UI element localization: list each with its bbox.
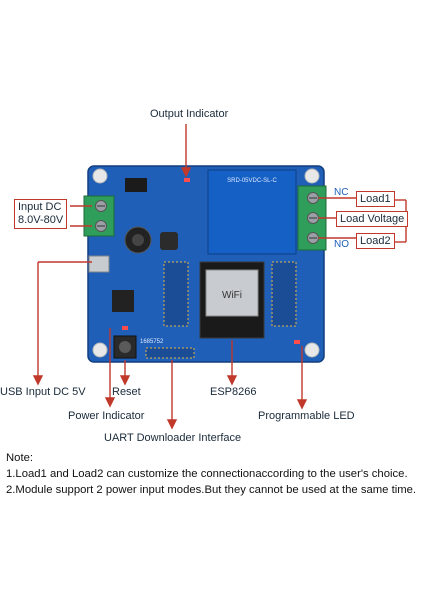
input-dc-box: Input DC 8.0V-80V [14,199,68,229]
right-pin-header [271,261,297,327]
programmable-led [294,340,300,344]
output-led [184,178,190,182]
inductor [160,232,178,250]
usb-port [88,255,110,273]
power-led [122,326,128,330]
relay [207,169,297,255]
note-title: Note: [6,452,34,464]
input-dc-line2: 8.0V-80V [18,214,64,226]
mount-hole-br [304,342,320,358]
mount-hole-bl [92,342,108,358]
ldo-regulator [112,290,134,312]
relay-model: SRD-05VDC-SL-C [227,178,277,184]
uart-header [145,347,195,359]
power-indicator-label: Power Indicator [68,410,145,422]
no-label: NO [334,239,349,250]
note-line2: 2.Module support 2 power input modes.But… [6,484,417,496]
esp8266-label: ESP8266 [210,386,257,398]
usb-input-label: USB Input DC 5V [0,386,86,398]
mount-hole-tl [92,168,108,184]
left-pin-header [163,261,189,327]
regulator-chip [125,178,147,192]
programmable-led-label: Programmable LED [258,410,355,422]
load2-box: Load2 [356,233,395,249]
output-indicator-label: Output Indicator [150,108,229,120]
uart-label: UART Downloader Interface [104,432,242,444]
load1-box: Load1 [356,191,395,207]
note-line1: 1.Load1 and Load2 can customize the conn… [6,468,408,480]
load-voltage-box: Load Voltage [336,211,409,227]
esp-chip-text: WiFi [222,290,242,301]
input-dc-line1: Input DC [18,201,62,213]
reset-label: Reset [112,386,141,398]
nc-label: NC [334,187,349,198]
mount-hole-tr [304,168,320,184]
board-id: 1685752 [140,339,164,345]
